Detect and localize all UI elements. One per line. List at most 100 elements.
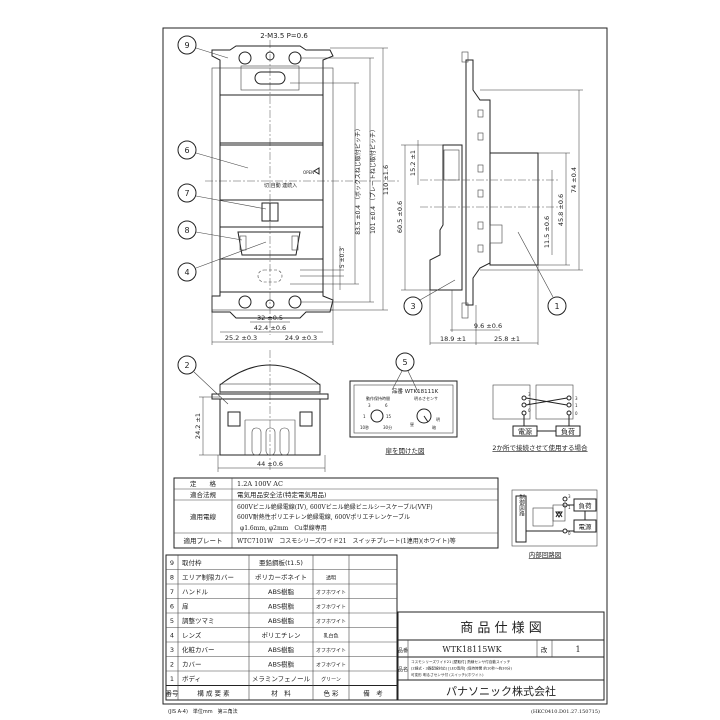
svg-text:1: 1 xyxy=(568,505,571,510)
callout-1: 1 xyxy=(517,231,567,316)
svg-text:4: 4 xyxy=(184,268,189,277)
callout-7: 7 xyxy=(177,183,267,210)
door-open-caption: 扉を開けた図 xyxy=(386,446,425,455)
table-row: 7 ハンドル ABS樹脂 オフホワイト xyxy=(170,587,346,596)
svg-text:1: 1 xyxy=(363,414,366,419)
svg-text:0: 0 xyxy=(568,531,571,536)
table-cell: 化粧カバー xyxy=(182,645,215,654)
svg-text:可変形 明るさセンサ付 (スイッチ)(ホワイト): 可変形 明るさセンサ付 (スイッチ)(ホワイト) xyxy=(411,672,484,677)
svg-text:3: 3 xyxy=(568,494,571,499)
table-cell: カバー xyxy=(182,660,202,668)
svg-text:電気用品安全法(特定電気用品): 電気用品安全法(特定電気用品) xyxy=(237,490,327,499)
svg-text:明るさセンサ: 明るさセンサ xyxy=(414,395,438,401)
svg-text:74 ±0.4: 74 ±0.4 xyxy=(570,167,578,193)
table-cell: エリア制限カバー xyxy=(182,572,234,581)
bottom-view: 2 24.2 ±1 44 ±0.6 xyxy=(177,350,329,472)
callout-8: 8 xyxy=(177,220,243,241)
table-cell: 3 xyxy=(170,646,174,654)
svg-text:3: 3 xyxy=(528,392,531,397)
svg-text:15: 15 xyxy=(386,414,392,419)
table-cell: 備 考 xyxy=(363,688,383,697)
table-cell: ボディ xyxy=(182,674,201,683)
svg-text:30分: 30分 xyxy=(383,424,392,430)
svg-text:5: 5 xyxy=(402,358,407,367)
svg-text:φ1.6mm, φ2mm Cu単線専用: φ1.6mm, φ2mm Cu単線専用 xyxy=(240,524,327,532)
table-cell: 調整ツマミ xyxy=(182,616,215,625)
svg-text:適合法規: 適合法規 xyxy=(190,490,217,499)
table-cell: オフホワイト xyxy=(316,590,346,596)
svg-text:制御回路: 制御回路 xyxy=(518,493,525,517)
svg-text:3: 3 xyxy=(368,403,371,408)
table-cell: 8 xyxy=(170,573,174,581)
svg-text:1: 1 xyxy=(554,302,559,311)
svg-text:600V耐熱性ポリエチレン絶縁電線, 600Vポリエチレンケ: 600V耐熱性ポリエチレン絶縁電線, 600Vポリエチレンケーブル xyxy=(237,513,410,521)
two-location-wiring-diagram: 3 1 0 3 1 0 電源 負荷 2か所で接続させて使用する場合 xyxy=(492,384,588,452)
svg-text:32 ±0.5: 32 ±0.5 xyxy=(257,314,283,322)
table-cell: ABS樹脂 xyxy=(268,587,294,596)
callout-5: 5 xyxy=(391,352,419,393)
table-cell: 取付枠 xyxy=(182,558,202,567)
title-block: 商 品 仕 様 図 品番 WTK18115WK 改 1 品名 コスモシリーズワイ… xyxy=(397,611,605,701)
callout-4: 4 xyxy=(177,241,267,282)
svg-text:1: 1 xyxy=(575,403,578,408)
svg-text:60.5 ±0.6: 60.5 ±0.6 xyxy=(396,201,404,233)
table-row: 2 カバー ABS樹脂 オフホワイト xyxy=(170,659,346,668)
open-label: OPEN xyxy=(303,170,314,175)
table-cell: 材 料 xyxy=(271,688,291,697)
svg-text:動作保持時間: 動作保持時間 xyxy=(366,395,390,401)
table-cell: メラミンフェノール xyxy=(252,675,311,683)
svg-text:明: 明 xyxy=(436,417,440,422)
svg-text:1: 1 xyxy=(528,400,531,405)
table-cell: オフホワイト xyxy=(316,604,346,610)
table-cell: 番号 xyxy=(166,689,180,697)
table-cell: 5 xyxy=(170,617,174,625)
table-cell: 透明 xyxy=(326,574,336,581)
svg-text:24.2 ±1: 24.2 ±1 xyxy=(194,413,202,439)
table-cell: 亜鉛鋼板(t1.5) xyxy=(259,558,303,567)
svg-text:44 ±0.6: 44 ±0.6 xyxy=(257,460,283,468)
svg-text:WTC7101W コスモシリーズワイド21 スイッチプレート: WTC7101W コスモシリーズワイド21 スイッチプレート(1連用)(ホワイト… xyxy=(237,537,456,545)
table-cell: 7 xyxy=(170,588,174,596)
timer-dial[interactable] xyxy=(370,409,384,423)
svg-text:適用プレート: 適用プレート xyxy=(184,536,223,545)
svg-text:適用電線: 適用電線 xyxy=(190,512,217,521)
side-view: 3 1 74 ±0.4 45.8 ±0.6 11.5 ±0.6 15.2 ±1 … xyxy=(396,51,583,345)
footer-right: (HKC0410.D01.27.150715) xyxy=(531,708,600,715)
svg-text:101 ±0.4 （プレートねじ取付ピッチ）: 101 ±0.4 （プレートねじ取付ピッチ） xyxy=(369,126,377,234)
table-cell: 2 xyxy=(170,660,174,668)
svg-text:電源: 電源 xyxy=(579,522,593,531)
svg-text:45.8 ±0.6: 45.8 ±0.6 xyxy=(557,194,565,226)
svg-text:10秒: 10秒 xyxy=(360,424,369,430)
revision-number: 1 xyxy=(575,645,580,654)
callout-6: 6 xyxy=(177,140,249,169)
table-cell: オフホワイト xyxy=(316,648,346,654)
svg-text:25.8 ±1: 25.8 ±1 xyxy=(494,335,520,343)
table-cell: 9 xyxy=(170,559,174,567)
sheet-frame xyxy=(162,27,608,705)
table-cell: レンズ xyxy=(182,630,202,639)
footer-left: (JIS A-4) 単位mm 第三角法 xyxy=(168,708,238,715)
table-cell: 構 成 要 素 xyxy=(197,688,230,697)
svg-text:18.9 ±1: 18.9 ±1 xyxy=(440,335,466,343)
company-name: パナソニック株式会社 xyxy=(446,684,556,698)
brightness-dial[interactable] xyxy=(416,408,432,424)
svg-text:5 ±0.3: 5 ±0.3 xyxy=(339,248,346,268)
svg-text:昼: 昼 xyxy=(410,421,414,427)
svg-text:83.5 ±0.4 （ボックスねじ取付ピッチ）: 83.5 ±0.4 （ボックスねじ取付ピッチ） xyxy=(354,125,362,235)
table-cell: ABS樹脂 xyxy=(268,659,294,668)
table-cell: 4 xyxy=(170,631,174,639)
svg-text:品番 WTK18111K: 品番 WTK18111K xyxy=(392,388,439,395)
table-cell: オフホワイト xyxy=(316,662,346,668)
svg-text:15.2 ±1: 15.2 ±1 xyxy=(409,150,417,176)
door-mode-label: 切 自動 連続入 xyxy=(264,182,297,189)
callout-9: 9 xyxy=(177,35,229,59)
table-cell: ハンドル xyxy=(182,588,209,596)
svg-text:暗: 暗 xyxy=(432,424,436,430)
